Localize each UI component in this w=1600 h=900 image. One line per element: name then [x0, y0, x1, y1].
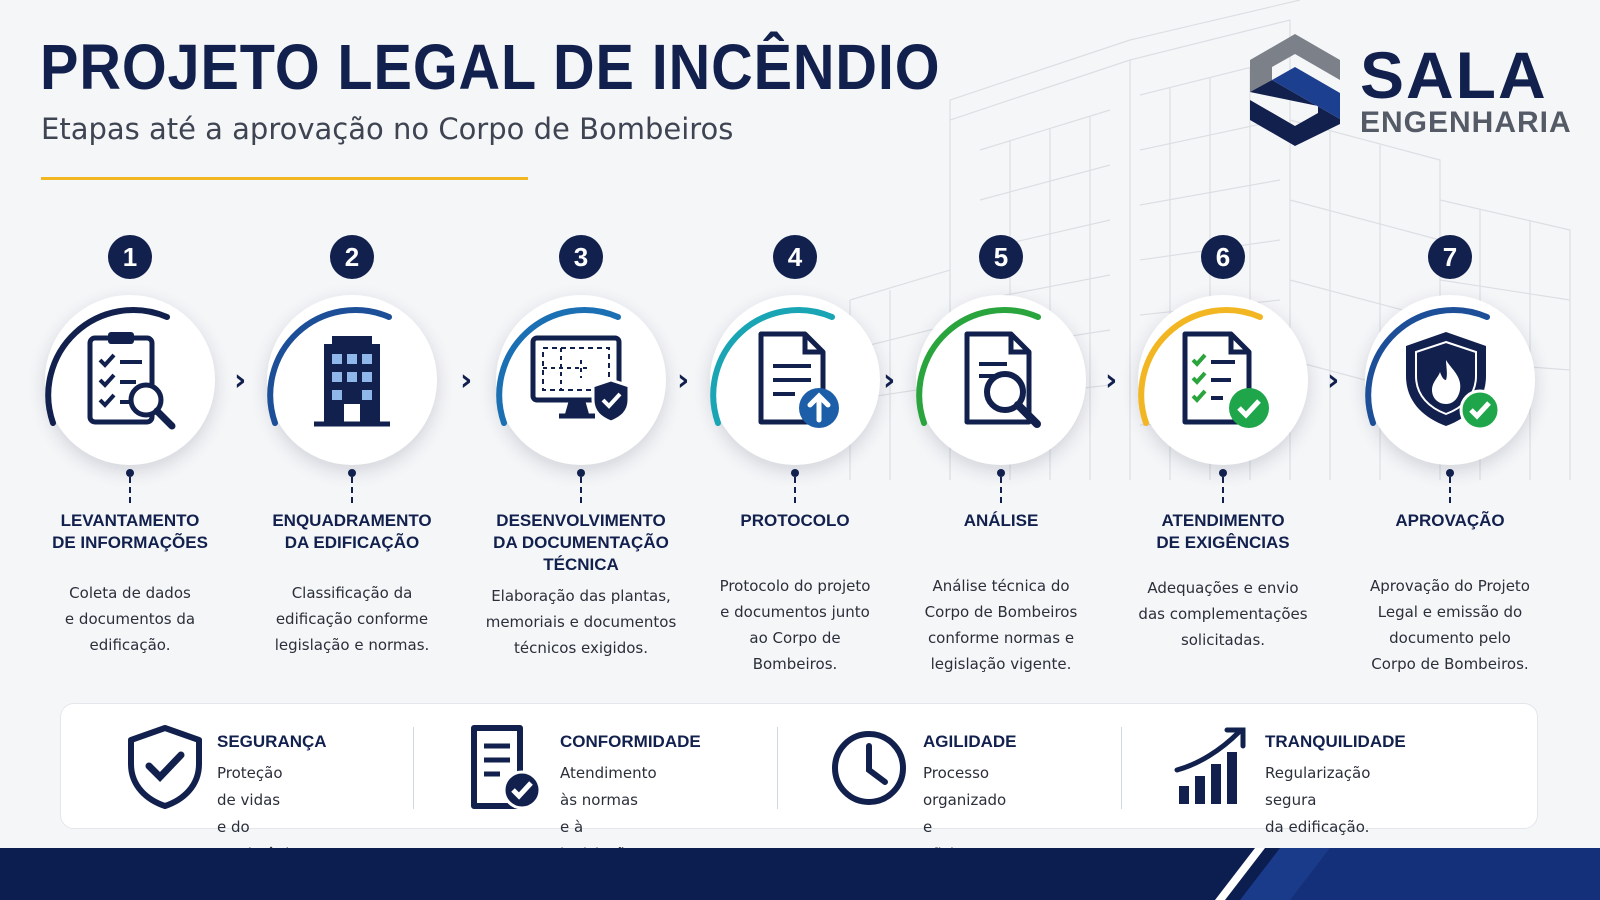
clock-icon — [832, 731, 906, 805]
step-connector-dot — [1446, 469, 1454, 477]
chevron-right-icon: › — [677, 363, 690, 398]
step-4: 4 PROTOCOLO Protocolo do projeto e docum… — [675, 235, 915, 675]
shield-check-icon — [128, 725, 202, 809]
page-title: PROJETO LEGAL DE INCÊNDIO — [40, 31, 941, 103]
checklist-check-icon — [1182, 331, 1269, 428]
step-description: Aprovação do Projeto Legal e emissão do … — [1370, 577, 1530, 673]
step-1: 1 LEVANTAMENTO DE INFORMAÇÕES Coleta de … — [10, 235, 250, 675]
step-connector-dot — [1219, 469, 1227, 477]
step-title: ANÁLISE — [963, 511, 1039, 530]
chevron-right-icon: › — [1105, 363, 1118, 398]
step-connector-line — [580, 477, 582, 503]
logo-name: SALA — [1360, 38, 1548, 112]
step-connector-dot — [791, 469, 799, 477]
page-subtitle: Etapas até a aprovação no Corpo de Bombe… — [41, 112, 734, 146]
step-progress-arc — [710, 307, 835, 426]
benefit-title: SEGURANÇA — [217, 732, 327, 751]
title-underline — [41, 177, 528, 180]
document-check-icon — [471, 725, 542, 810]
step-description: Adequações e envio das complementações s… — [1138, 579, 1308, 649]
step-number: 7 — [1428, 235, 1472, 279]
step-connector-line — [129, 477, 131, 503]
chevron-right-icon: › — [883, 363, 896, 398]
monitor-shield-icon — [530, 335, 631, 424]
step-connector-dot — [577, 469, 585, 477]
step-connector-line — [1449, 477, 1451, 503]
benefit-title: CONFORMIDADE — [560, 732, 701, 751]
step-number: 2 — [330, 235, 374, 279]
step-title: ATENDIMENTO DE EXIGÊNCIAS — [1156, 511, 1290, 552]
benefit-divider — [1121, 727, 1122, 809]
building-icon — [314, 336, 390, 427]
step-progress-arc — [916, 307, 1041, 426]
growth-chart-icon — [1174, 727, 1246, 804]
step-number: 3 — [559, 235, 603, 279]
clipboard-search-icon — [87, 332, 176, 430]
step-5: 5 ANÁLISE Análise técnica do Corpo de Bo… — [881, 235, 1121, 675]
step-description: Elaboração das plantas, memoriais e docu… — [485, 587, 677, 657]
step-3: 3 DESENVOLVIMENTO DA DOCUMENTAÇÃO TÉCNIC… — [461, 235, 701, 675]
step-progress-arc — [1365, 307, 1490, 426]
benefit-title: AGILIDADE — [923, 732, 1017, 751]
step-number: 6 — [1201, 235, 1245, 279]
step-title: DESENVOLVIMENTO DA DOCUMENTAÇÃO TÉCNICA — [493, 511, 669, 574]
step-description: Classificação da edificação conforme leg… — [274, 584, 430, 654]
step-progress-arc — [45, 307, 170, 426]
document-search-icon — [964, 331, 1041, 428]
step-number: 1 — [108, 235, 152, 279]
company-logo: SALA ENGENHARIA — [1250, 34, 1572, 146]
step-description: Análise técnica do Corpo de Bombeiros co… — [924, 577, 1078, 673]
document-upload-icon — [758, 331, 839, 428]
footer-stripe-decoration — [1215, 848, 1600, 900]
logo-s-mark-icon — [1250, 34, 1340, 146]
step-connector-line — [794, 477, 796, 503]
step-title: PROTOCOLO — [740, 511, 850, 530]
benefit-divider — [413, 727, 414, 809]
step-connector-line — [351, 477, 353, 503]
step-connector-dot — [997, 469, 1005, 477]
step-description: Protocolo do projeto e documentos junto … — [719, 577, 871, 673]
step-progress-arc — [1138, 307, 1263, 426]
benefits-panel: SEGURANÇA Proteção de vidas e do patrimô… — [60, 703, 1538, 863]
step-progress-arc — [496, 307, 621, 426]
step-title: LEVANTAMENTO DE INFORMAÇÕES — [52, 511, 208, 552]
step-description: Coleta de dados e documentos da edificaç… — [64, 584, 196, 654]
step-connector-line — [1222, 477, 1224, 503]
chevron-right-icon: › — [460, 363, 473, 398]
step-connector-line — [1000, 477, 1002, 503]
step-connector-dot — [126, 469, 134, 477]
logo-subtitle: ENGENHARIA — [1360, 106, 1572, 139]
chevron-right-icon: › — [234, 363, 247, 398]
step-6: 6 ATENDIMENTO DE EXIGÊNCIAS Adequações e… — [1103, 235, 1343, 675]
benefit-title: TRANQUILIDADE — [1265, 732, 1406, 751]
step-progress-arc — [267, 307, 392, 426]
step-title: ENQUADRAMENTO DA EDIFICAÇÃO — [272, 511, 432, 552]
step-2: 2 ENQUADRAMENTO DA EDIFICAÇÃO Classifica… — [232, 235, 472, 675]
step-title: APROVAÇÃO — [1395, 511, 1505, 530]
step-connector-dot — [348, 469, 356, 477]
fire-shield-check-icon — [1406, 332, 1501, 431]
footer-band — [0, 848, 1600, 900]
chevron-right-icon: › — [1327, 363, 1340, 398]
benefit-divider — [777, 727, 778, 809]
step-number: 4 — [773, 235, 817, 279]
step-number: 5 — [979, 235, 1023, 279]
step-7: 7 APROVAÇÃO Aprovação do Projeto Legal e… — [1330, 235, 1570, 675]
benefit-description: Regularização segura da edificação. — [1265, 764, 1371, 836]
